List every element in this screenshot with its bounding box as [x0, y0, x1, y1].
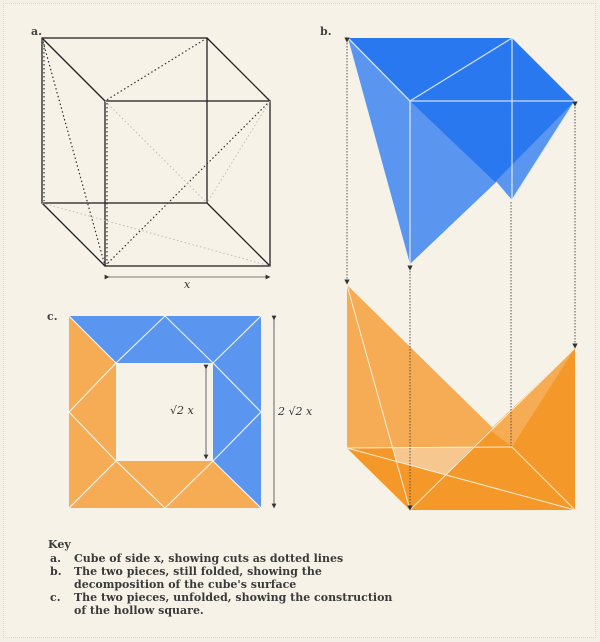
- cube-side-label: x: [184, 278, 191, 291]
- panel-c-label: c.: [47, 310, 58, 323]
- panel-b-label: b.: [320, 25, 332, 38]
- blue-piece: [347, 37, 576, 264]
- key-item: a. Cube of side x, showing cuts as dotte…: [48, 552, 408, 565]
- key-text: The two pieces, still folded, showing th…: [74, 565, 322, 591]
- key-title: Key: [48, 538, 71, 551]
- hollow-square-diagram: c. √2 x 2 √2 x: [47, 310, 313, 509]
- inner-side-label: √2 x: [170, 404, 195, 417]
- orange-piece: [346, 284, 576, 511]
- key-letter: a.: [50, 552, 61, 565]
- key-letter: b.: [50, 565, 62, 578]
- key-text: The two pieces, unfolded, showing the co…: [74, 591, 393, 617]
- key-text: Cube of side x, showing cuts as dotted l…: [74, 552, 344, 565]
- cube-diagram: a. x: [31, 25, 271, 291]
- key-item: c. The two pieces, unfolded, showing the…: [48, 591, 408, 617]
- key-item: b. The two pieces, still folded, showing…: [48, 565, 408, 591]
- key-letter: c.: [50, 591, 61, 604]
- figure-key: Key a. Cube of side x, showing cuts as d…: [48, 538, 408, 617]
- panel-a-label: a.: [31, 25, 42, 38]
- outer-side-label: 2 √2 x: [277, 405, 313, 418]
- folded-pieces-diagram: b.: [320, 25, 578, 511]
